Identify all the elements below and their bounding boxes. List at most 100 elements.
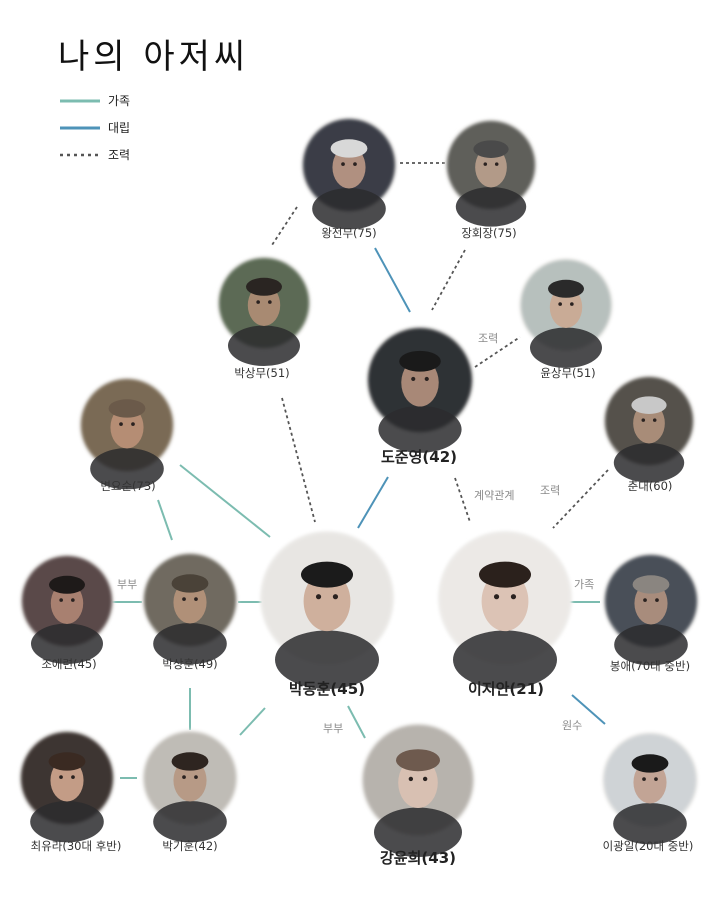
portrait-shoulders: [228, 325, 300, 366]
person-wang[interactable]: 왕전무(75): [301, 117, 397, 240]
portrait-eye: [641, 418, 646, 422]
portrait-face: [50, 582, 84, 624]
portrait-do: [366, 326, 474, 453]
person-dh[interactable]: 박동훈(45): [260, 531, 394, 698]
legend: 가족 대립 조력: [60, 94, 130, 162]
person-do[interactable]: 도준영(42): [366, 326, 474, 466]
portrait-shoulders: [90, 448, 164, 490]
diagram-title: 나의 아저씨: [58, 37, 249, 77]
portrait-byeon: [79, 377, 175, 490]
legend-label-help: 조력: [108, 148, 130, 162]
link-parksm-dh: [281, 397, 316, 523]
relation-label-ja-do: 계약관계: [474, 488, 514, 502]
portrait-shoulders: [455, 187, 527, 227]
person-ja[interactable]: 이지안(21): [438, 531, 572, 698]
link-jang-do: [431, 249, 466, 311]
portrait-shoulders: [530, 327, 602, 368]
person-jang[interactable]: 장회장(75): [445, 119, 537, 240]
name-yoon: 윤상무(51): [540, 366, 595, 380]
portrait-eye: [494, 162, 499, 166]
connection-lines: [112, 162, 609, 779]
link-ja-lee: [571, 694, 606, 725]
person-parksm[interactable]: 박상무(51): [217, 256, 311, 380]
portrait-shoulders: [453, 630, 557, 689]
portrait-parksm: [217, 256, 311, 366]
portrait-eye: [408, 776, 414, 782]
portrait-hair: [301, 561, 353, 588]
portrait-face: [50, 759, 84, 802]
link-byeon-dh: [179, 464, 271, 538]
portrait-face: [247, 284, 281, 326]
portrait-face: [303, 571, 351, 632]
legend-label-conflict: 대립: [108, 121, 130, 135]
name-parksm: 박상무(51): [234, 366, 289, 380]
name-kang: 강윤희(43): [380, 849, 456, 867]
portrait-face: [110, 406, 144, 449]
person-parkhun[interactable]: 박상훈(49): [142, 552, 238, 671]
portrait-yoon: [519, 258, 613, 368]
portrait-eye: [483, 162, 488, 166]
portrait-hair: [631, 754, 669, 773]
portrait-eye: [71, 775, 75, 779]
portrait-eye: [422, 776, 428, 782]
portrait-jang: [445, 119, 537, 227]
legend-label-family: 가족: [108, 94, 130, 108]
portrait-hair: [171, 574, 209, 593]
portrait-shoulders: [374, 807, 462, 857]
portrait-eye: [642, 777, 646, 781]
portrait-face: [634, 582, 668, 625]
name-ja: 이지안(21): [468, 680, 544, 698]
portrait-shoulders: [275, 630, 379, 689]
portrait-shoulders: [613, 803, 687, 845]
person-parkgi[interactable]: 박기훈(42): [142, 730, 238, 853]
portrait-hair: [49, 575, 85, 594]
portrait-wang: [301, 117, 397, 230]
portrait-dh: [260, 531, 394, 689]
portrait-hair: [108, 399, 146, 418]
portrait-eye: [131, 422, 135, 426]
person-kang[interactable]: 강윤희(43): [361, 723, 475, 867]
portrait-shoulders: [614, 624, 688, 666]
name-jang: 장회장(75): [461, 226, 516, 240]
portrait-eye: [268, 300, 272, 304]
person-yoon[interactable]: 윤상무(51): [519, 258, 613, 380]
portrait-eye: [59, 775, 63, 779]
portrait-shoulders: [312, 188, 386, 230]
portrait-ja: [438, 531, 572, 689]
portrait-choi: [19, 730, 115, 843]
portrait-shoulders: [31, 623, 103, 664]
relation-label-ja-lee: 원수: [562, 719, 582, 732]
person-bongae[interactable]: 봉애(70대 중반): [603, 553, 699, 673]
portrait-face: [633, 761, 667, 804]
portrait-eye: [411, 376, 416, 382]
person-byeon[interactable]: 변요순(73): [79, 377, 175, 493]
portrait-hair: [479, 561, 531, 588]
relation-label-do-yoon: 조력: [478, 332, 498, 345]
link-parkgi-dh: [239, 707, 266, 736]
portrait-eye: [256, 300, 260, 304]
portrait-face: [173, 581, 207, 624]
link-dh-kang: [347, 705, 366, 739]
portrait-cho: [20, 554, 114, 664]
portrait-hair: [396, 749, 440, 772]
name-dh: 박동훈(45): [289, 680, 365, 698]
portrait-face: [398, 757, 438, 809]
name-wang: 왕전무(75): [321, 226, 376, 240]
person-cho[interactable]: 조애련(45): [20, 554, 114, 671]
portrait-eye: [424, 376, 429, 382]
person-choi[interactable]: 최유라(30대 후반): [19, 730, 121, 853]
person-chun[interactable]: 춘대(60): [603, 375, 695, 493]
relation-label-ja-chun: 조력: [540, 484, 560, 497]
person-lee[interactable]: 이광일(20대 중반): [602, 732, 698, 853]
relation-label-ja-bongae: 가족: [574, 578, 594, 591]
link-wang-do: [374, 247, 411, 313]
relation-label-cho-parkhun: 부부: [117, 578, 137, 591]
portrait-eye: [353, 162, 357, 166]
link-do-dh: [357, 476, 389, 529]
relation-label-dh-kang: 부부: [323, 722, 343, 735]
link-byeon-parkhun: [157, 499, 173, 541]
name-cho: 조애련(45): [41, 657, 96, 671]
portrait-face: [549, 286, 583, 328]
name-lee: 이광일(20대 중반): [603, 839, 694, 853]
portrait-shoulders: [30, 801, 104, 843]
